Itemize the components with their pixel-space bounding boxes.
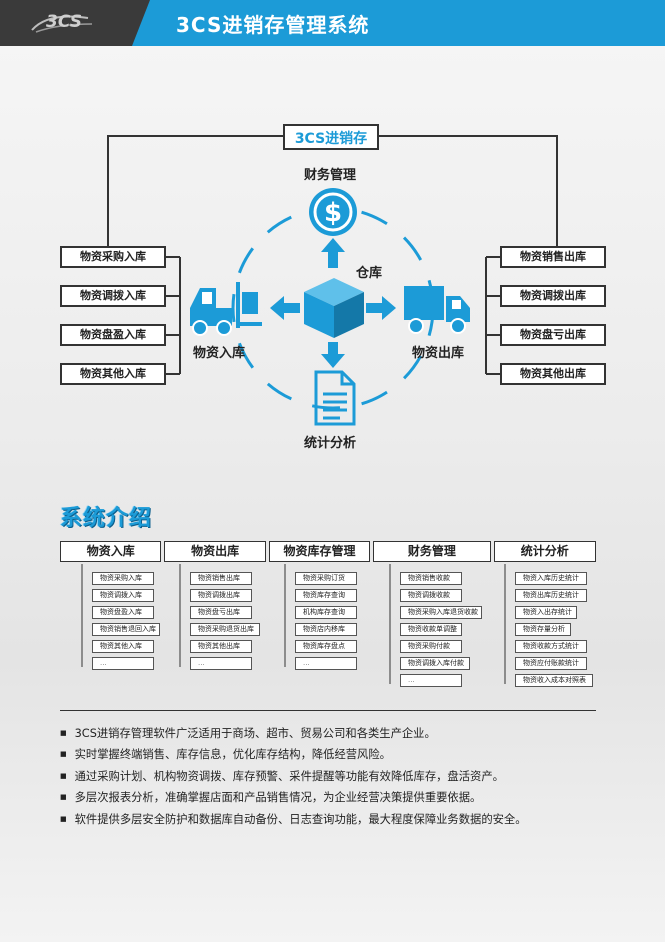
category-inventory: 物资库存管理 [268, 541, 371, 562]
logo-text: 3CS [46, 12, 82, 32]
list-item: 物资其他入库 [92, 640, 154, 653]
list-item: 物资销售收款 [400, 572, 462, 585]
feature-item: 多层次报表分析，准确掌握店面和产品销售情况，为企业经营决策提供重要依据。 [60, 788, 620, 809]
feature-item: 软件提供多层安全防护和数据库自动备份、日志查询功能，最大程度保障业务数据的安全。 [60, 810, 620, 831]
forklift-icon [190, 282, 262, 336]
section-title: 系统介绍 [60, 506, 153, 531]
list-item: 物资收款单调整 [400, 623, 462, 636]
page-header: 3CS 3CS进销存管理系统 [0, 0, 665, 46]
left-item-transfer: 物资调拨入库 [60, 285, 166, 307]
system-label: 3CS进销存 [283, 124, 379, 150]
right-item-loss: 物资盘亏出库 [500, 324, 606, 346]
feature-item: 通过采购计划、机构物资调拨、库存预警、采件提醒等功能有效降低库存，盘活资产。 [60, 767, 620, 788]
list-item: 物资销售退回入库 [92, 623, 160, 636]
truck-icon [404, 286, 470, 334]
page-title: 3CS进销存管理系统 [176, 13, 370, 37]
feature-item: 3CS进销存管理软件广泛适用于商场、超市、贸易公司和各类生产企业。 [60, 724, 620, 745]
category-finance: 财务管理 [373, 541, 491, 562]
list-item: 物资盘亏出库 [190, 606, 252, 619]
list-item-more: ... [400, 674, 462, 687]
feature-item: 实时掌握终端销售、库存信息，优化库存结构，降低经营风险。 [60, 745, 620, 766]
right-item-sales: 物资销售出库 [500, 246, 606, 268]
outbound-label: 物资出库 [412, 346, 465, 361]
list-item: 物资收入成本对照表 [515, 674, 593, 687]
warehouse-box-icon [304, 278, 364, 338]
list-item: 物资采购入库 [92, 572, 154, 585]
list-item-more: ... [295, 657, 357, 670]
feature-list: 3CS进销存管理软件广泛适用于商场、超市、贸易公司和各类生产企业。 实时掌握终端… [60, 724, 620, 831]
category-stats: 统计分析 [493, 541, 596, 562]
list-item: 物资库存盘点 [295, 640, 357, 653]
divider [60, 710, 596, 711]
list-item: 物资采购退货出库 [190, 623, 260, 636]
list-item: 物资店内移库 [295, 623, 357, 636]
category-header-row: 物资入库 物资出库 物资库存管理 财务管理 统计分析 [60, 541, 596, 562]
list-item: 物资调拨入库 [92, 589, 154, 602]
right-item-transfer: 物资调拨出库 [500, 285, 606, 307]
list-item: 物资出库历史统计 [515, 589, 587, 602]
list-item: 机构库存查询 [295, 606, 357, 619]
list-item-more: ... [190, 657, 252, 670]
workflow-diagram: 3CS进销存 物资采购入库 物资调拨入库 物资盘盈入库 物资其他入库 物资销售出… [0, 110, 665, 470]
right-item-other: 物资其他出库 [500, 363, 606, 385]
list-item: 物资调拨收款 [400, 589, 462, 602]
list-item: 物资调拨出库 [190, 589, 252, 602]
list-item: 物资采购入库退货收款 [400, 606, 482, 619]
list-item: 物资收款方式统计 [515, 640, 587, 653]
list-item: 物资应付账款统计 [515, 657, 587, 670]
left-item-other: 物资其他入库 [60, 363, 166, 385]
document-icon [314, 370, 356, 426]
list-item: 物资入出存统计 [515, 606, 577, 619]
list-item: 物资销售出库 [190, 572, 252, 585]
category-outbound: 物资出库 [164, 541, 266, 562]
svg-text:$: $ [324, 198, 342, 228]
tree-connectors [81, 564, 506, 684]
inbound-label: 物资入库 [193, 346, 246, 361]
list-item-more: ... [92, 657, 154, 670]
list-item: 物资采购订货 [295, 572, 357, 585]
list-item: 物资存量分析 [515, 623, 571, 636]
list-item: 物资库存查询 [295, 589, 357, 602]
list-item: 物资调拨入库付款 [400, 657, 470, 670]
list-item: 物资盘盈入库 [92, 606, 154, 619]
logo-swoosh-icon [31, 15, 93, 33]
logo: 3CS [0, 0, 158, 46]
warehouse-label: 仓库 [356, 266, 383, 281]
category-inbound: 物资入库 [60, 541, 162, 562]
list-item: 物资其他出库 [190, 640, 252, 653]
left-item-surplus: 物资盘盈入库 [60, 324, 166, 346]
stats-label: 统计分析 [304, 436, 357, 451]
list-item: 物资采购付款 [400, 640, 462, 653]
dollar-icon: $ [309, 188, 357, 236]
title-bar: 3CS进销存管理系统 [132, 0, 665, 46]
left-item-purchase: 物资采购入库 [60, 246, 166, 268]
finance-label: 财务管理 [304, 168, 357, 183]
list-item: 物资入库历史统计 [515, 572, 587, 585]
